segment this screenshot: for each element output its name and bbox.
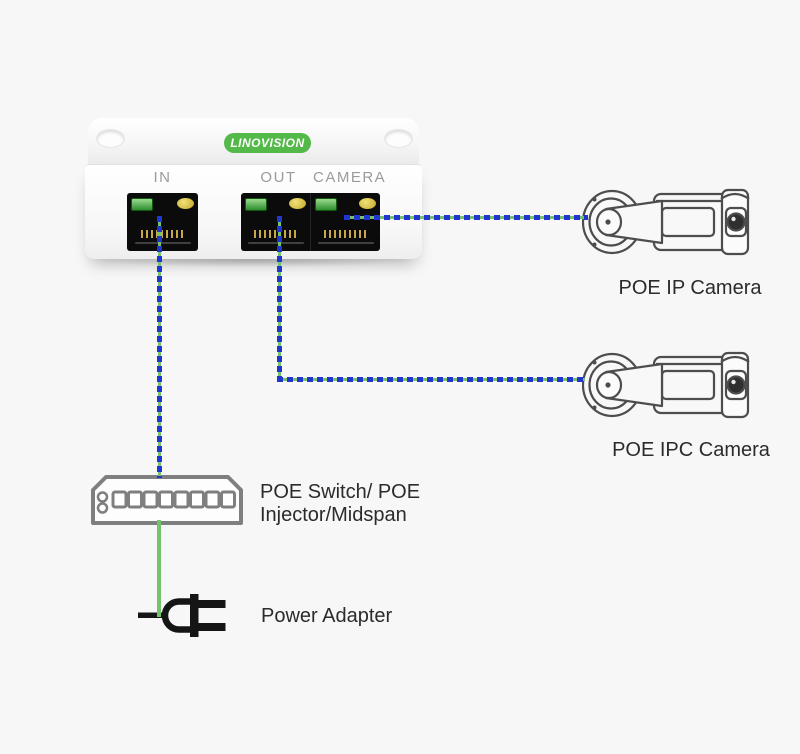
link-led-green-icon bbox=[131, 198, 153, 211]
port-etch-text bbox=[317, 242, 374, 244]
device-front-face: IN OUT CAMERA bbox=[85, 164, 422, 259]
bullet-camera-icon bbox=[581, 351, 750, 419]
rj45-port-group bbox=[241, 193, 380, 251]
poe-switch-icon bbox=[91, 475, 243, 525]
port-label-out: OUT bbox=[260, 169, 297, 186]
poe-switch bbox=[90, 474, 244, 531]
camera2-label: POE IPC Camera bbox=[612, 439, 770, 461]
port-etch-text bbox=[134, 242, 191, 244]
port-label-in: IN bbox=[153, 169, 172, 186]
ethernet-cable-in-to-switch bbox=[157, 216, 162, 478]
mount-slot-icon bbox=[384, 129, 413, 148]
power-adapter bbox=[138, 592, 230, 645]
poe-ip-camera-1 bbox=[581, 178, 750, 271]
switch-label-line1: POE Switch/ POE bbox=[260, 481, 421, 503]
port-etch-text bbox=[247, 242, 304, 244]
rj45-pins-icon bbox=[140, 230, 185, 238]
rj45-port-in bbox=[127, 193, 198, 251]
poe-ipc-camera-2 bbox=[581, 341, 750, 434]
link-led-green-icon bbox=[245, 198, 267, 211]
rj45-port-out bbox=[241, 193, 311, 251]
switch-label: POE Switch/ POE Injector/Midspan bbox=[260, 481, 420, 527]
poe-extender-device: LINOVISION IN OUT CAMERA bbox=[85, 118, 422, 259]
act-led-yellow-icon bbox=[289, 198, 306, 209]
power-label: Power Adapter bbox=[261, 605, 393, 627]
ethernet-cable-camera-to-ipcam1 bbox=[344, 215, 588, 220]
rj45-pins-icon bbox=[253, 230, 298, 238]
mount-slot-icon bbox=[96, 129, 125, 148]
link-led-green-icon bbox=[315, 198, 337, 211]
camera1-label: POE IP Camera bbox=[618, 277, 762, 299]
port-label-camera: CAMERA bbox=[313, 169, 387, 186]
ethernet-cable-out-to-ipcam2 bbox=[277, 377, 585, 382]
switch-label-line2: Injector/Midspan bbox=[260, 504, 407, 526]
rj45-pins-icon bbox=[323, 230, 368, 238]
act-led-yellow-icon bbox=[177, 198, 194, 209]
device-top-face: LINOVISION bbox=[88, 118, 419, 164]
ethernet-cable-out-vertical bbox=[277, 216, 282, 382]
act-led-yellow-icon bbox=[359, 198, 376, 209]
rj45-port-camera bbox=[311, 193, 380, 251]
power-plug-icon bbox=[138, 594, 226, 637]
power-cable-green bbox=[157, 520, 161, 617]
brand-logo: LINOVISION bbox=[224, 133, 311, 153]
bullet-camera-icon bbox=[581, 188, 750, 256]
